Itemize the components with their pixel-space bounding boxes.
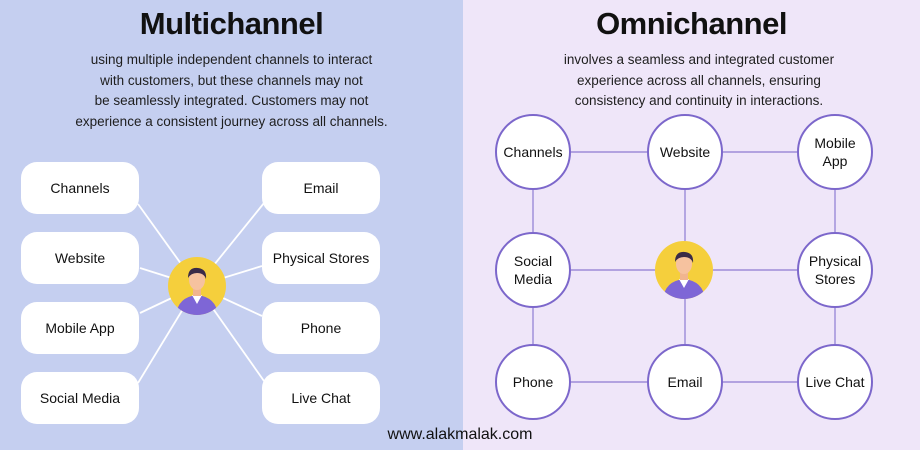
multichannel-item-channels: Channels	[21, 162, 139, 214]
omnichannel-node-website: Website	[647, 114, 723, 190]
multichannel-description-line: experience a consistent journey across a…	[75, 113, 388, 129]
node-label: Email	[667, 374, 703, 390]
node-label: Stores	[814, 271, 856, 287]
multichannel-description: using multiple independent channels to i…	[0, 50, 463, 132]
node-label: Website	[659, 144, 711, 160]
multichannel-item-live-chat: Live Chat	[262, 372, 380, 424]
multichannel-description-line: be seamlessly integrated. Customers may …	[94, 93, 369, 108]
node-label: Mobile	[814, 135, 856, 151]
multichannel-description-line: with customers, but these channels may n…	[100, 72, 363, 88]
multichannel-description-line: using multiple independent channels to i…	[90, 52, 373, 67]
omnichannel-node-channels: Channels	[495, 114, 571, 190]
node-label: Social	[513, 253, 553, 269]
node-label: Channels	[503, 144, 563, 160]
node-label: Phone	[512, 374, 554, 390]
multichannel-item-physical-stores: Physical Stores	[262, 232, 380, 284]
omnichannel-description-line: experience across all channels, ensuring	[577, 72, 821, 88]
website-url: www.alakmalak.com	[387, 426, 533, 443]
multichannel-item-website: Website	[21, 232, 139, 284]
multichannel-item-phone: Phone	[262, 302, 380, 354]
omnichannel-node-live-chat: Live Chat	[797, 344, 873, 420]
node-label: Media	[513, 271, 553, 287]
omnichannel-node-phone: Phone	[495, 344, 571, 420]
omnichannel-description: involves a seamless and integrated custo…	[463, 50, 920, 112]
node-label: Live Chat	[805, 374, 865, 390]
person-avatar-icon	[655, 241, 713, 299]
multichannel-item-email: Email	[262, 162, 380, 214]
omnichannel-node-email: Email	[647, 344, 723, 420]
person-avatar-icon	[168, 257, 226, 315]
omnichannel-description-line: consistency and continuity in interactio…	[574, 93, 824, 108]
multichannel-item-social-media: Social Media	[21, 372, 139, 424]
multichannel-item-mobile-app: Mobile App	[21, 302, 139, 354]
node-label: Physical	[808, 253, 862, 269]
multichannel-title: Multichannel	[139, 6, 324, 41]
node-label: App	[822, 153, 848, 169]
omnichannel-description-line: involves a seamless and integrated custo…	[563, 52, 835, 67]
omnichannel-title: Omnichannel	[596, 6, 787, 41]
